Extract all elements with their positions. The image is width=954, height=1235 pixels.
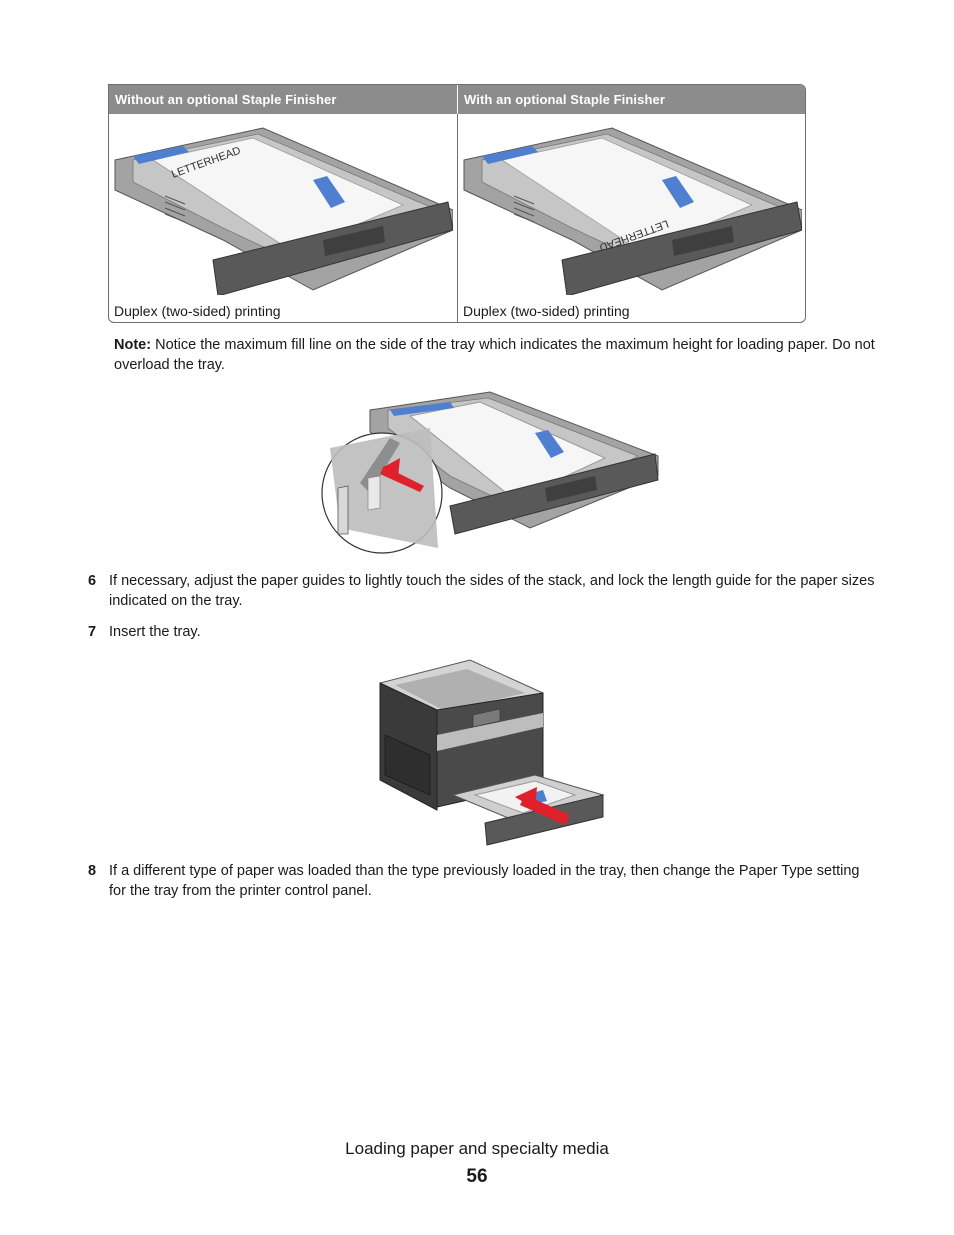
tray-letterhead-illustration: LETTERHEAD	[114, 127, 453, 295]
step-number: 8	[88, 863, 97, 879]
note-paragraph: Note: Notice the maximum fill line on th…	[114, 335, 884, 375]
tray-letterhead-rotated-illustration: LETTERHEAD	[463, 127, 802, 295]
footer-section-title: Loading paper and specialty media	[345, 1139, 609, 1158]
cell-without-finisher: LETTERHEAD Duplex (two-sided) printing	[109, 114, 457, 322]
page-number: 56	[466, 1166, 488, 1187]
table-body-row: LETTERHEAD Duplex (two-sided) printing	[109, 114, 805, 322]
note-text: Notice the maximum fill line on the side…	[114, 337, 875, 373]
table-header-row: Without an optional Staple Finisher With…	[109, 85, 805, 114]
header-with-finisher: With an optional Staple Finisher	[457, 85, 805, 114]
step-text: If a different type of paper was loaded …	[109, 863, 860, 899]
note-label: Note:	[114, 337, 152, 353]
step-number: 6	[88, 573, 97, 589]
caption-with-finisher: Duplex (two-sided) printing	[463, 303, 630, 319]
header-without-finisher: Without an optional Staple Finisher	[115, 92, 337, 107]
caption-without-finisher: Duplex (two-sided) printing	[114, 303, 281, 319]
cell-with-finisher: LETTERHEAD Duplex (two-sided) printing	[457, 114, 805, 322]
step-text: Insert the tray.	[109, 624, 201, 640]
printer-insert-tray-illustration	[379, 659, 605, 846]
fill-line-illustration	[321, 391, 659, 554]
step-number: 7	[88, 624, 97, 640]
comparison-table: Without an optional Staple Finisher With…	[108, 84, 806, 323]
step-text: If necessary, adjust the paper guides to…	[109, 573, 875, 609]
